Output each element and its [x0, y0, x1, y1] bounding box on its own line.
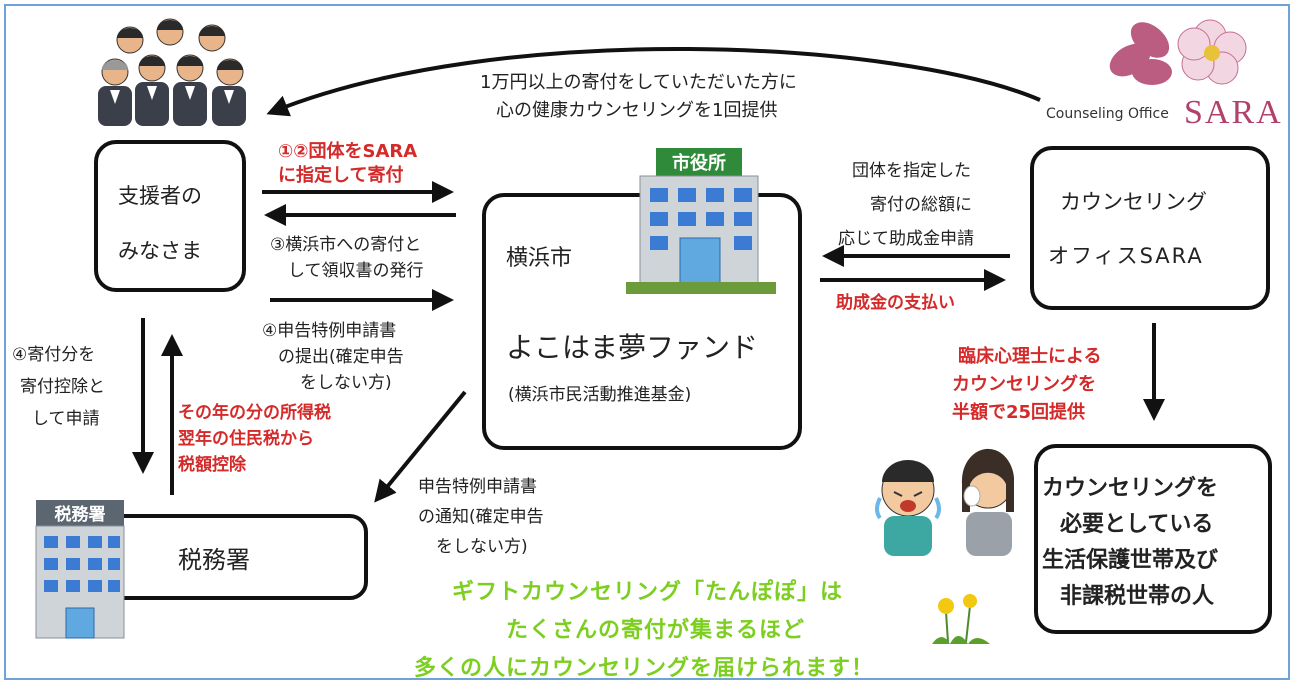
arrow-notification [374, 390, 467, 503]
slogan-line2: たくさんの寄付が集まるほど [506, 618, 806, 643]
label-step4-line1: ④申告特例申請書 [262, 321, 397, 341]
label-taxcredit-line2: 翌年の住民税から [178, 429, 314, 449]
label-service-line2: カウンセリングを [952, 374, 1096, 395]
tax-office-building-icon: 税務署 [35, 500, 125, 639]
label-taxcredit-line1: その年の分の所得税 [178, 403, 331, 423]
label-step3-line2: して領収書の発行 [288, 261, 424, 281]
label-grant-payment: 助成金の支払い [836, 293, 955, 313]
slogan-line3: 多くの人にカウンセリングを届けられます！ [414, 656, 875, 681]
yokohama-fund: よこはま夢ファンド [506, 331, 759, 364]
label-deduct-line2: 寄付控除と [20, 377, 105, 397]
label-deduct-line1: ④寄付分を [12, 345, 96, 365]
recipients-line2: 必要としている [1060, 512, 1214, 537]
supporters-crowd-illustration [98, 18, 246, 126]
recipients-people-illustration [875, 448, 1014, 556]
label-service-line1: 臨床心理士による [958, 346, 1102, 367]
label-step12-line2: に指定して寄付 [278, 165, 404, 186]
city-hall-sign: 市役所 [672, 152, 726, 174]
label-notify-line3: をしない方) [436, 537, 528, 557]
tax-office-label: 税務署 [178, 546, 250, 574]
label-taxcredit-line3: 税額控除 [178, 455, 246, 475]
slogan-line1: ギフトカウンセリング「たんぽぽ」は [452, 580, 844, 605]
sara-box [1030, 146, 1270, 310]
supporters-box [94, 140, 246, 292]
top-note-line1: 1万円以上の寄付をしていただいた方に [480, 72, 797, 93]
label-service-line3: 半額で25回提供 [952, 402, 1086, 423]
label-deduct-line3: して申請 [32, 409, 100, 429]
yokohama-title: 横浜市 [506, 246, 573, 271]
label-grant-request-line2: 寄付の総額に [870, 195, 972, 215]
recipients-line4: 非課税世帯の人 [1060, 584, 1215, 609]
sara-flower-logo [1109, 19, 1247, 85]
label-notify-line2: の通知(確定申告 [418, 507, 544, 527]
sara-logo-name: SARA [1184, 94, 1283, 131]
recipients-box [1034, 444, 1272, 634]
sara-logo-en: Counseling Office [1046, 106, 1169, 122]
supporters-line2: みなさま [118, 239, 202, 263]
tax-office-sign: 税務署 [55, 504, 106, 525]
dandelion-illustration [932, 594, 990, 644]
recipients-line1: カウンセリングを [1042, 476, 1219, 501]
sara-line1: カウンセリング [1060, 190, 1207, 214]
label-step4-line3: をしない方) [300, 373, 392, 393]
yokohama-fund-sub: (横浜市民活動推進基金) [508, 385, 692, 405]
recipients-line3: 生活保護世帯及び [1042, 548, 1219, 573]
top-note-line2: 心の健康カウンセリングを1回提供 [496, 100, 778, 121]
label-grant-request-line3: 応じて助成金申請 [838, 229, 974, 249]
label-grant-request-line1: 団体を指定した [852, 161, 971, 181]
arrow-sara-to-supporters [266, 46, 1041, 117]
label-notify-line1: 申告特例申請書 [418, 477, 537, 497]
label-step12-line1: ①②団体をSARA [278, 141, 418, 162]
city-hall-building-icon: 市役所 [626, 148, 776, 294]
supporters-line1: 支援者の [118, 184, 202, 208]
sara-line2: オフィスSARA [1048, 244, 1204, 268]
label-step4-line2: の提出(確定申告 [278, 347, 404, 367]
label-step3-line1: ③横浜市への寄付と [270, 235, 422, 255]
